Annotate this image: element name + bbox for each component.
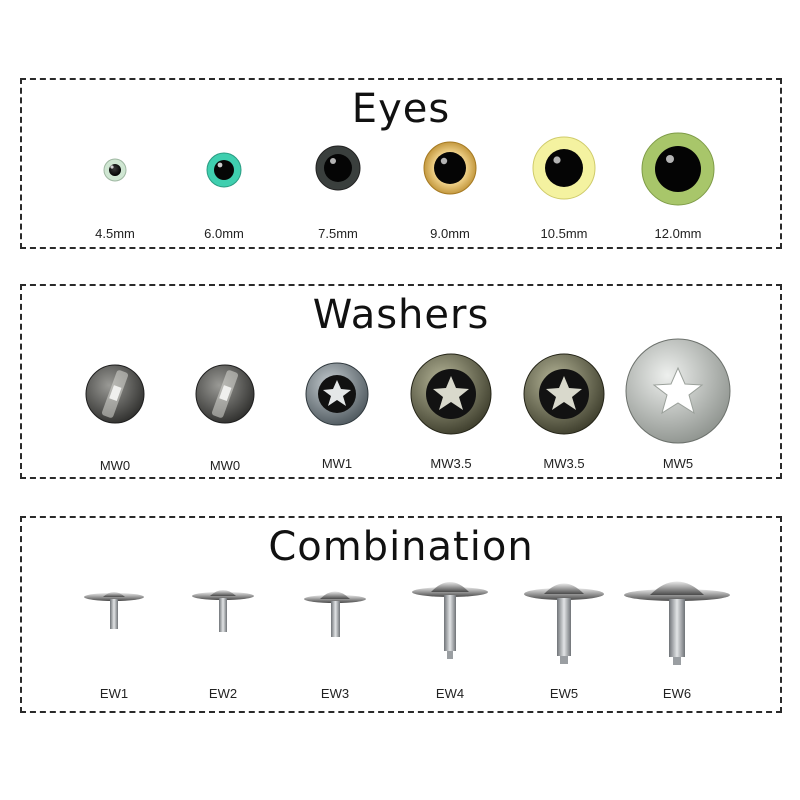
eye-item-3: 7.5mm bbox=[283, 144, 393, 241]
eye-label: 6.0mm bbox=[204, 226, 244, 241]
combination-ew1-image bbox=[84, 592, 144, 629]
eye-label: 9.0mm bbox=[430, 226, 470, 241]
combination-ew2-image bbox=[192, 590, 254, 632]
combination-item-6: EW6 bbox=[622, 568, 732, 701]
combination-ew5-image bbox=[524, 583, 604, 664]
combination-item-4: EW4 bbox=[395, 570, 505, 701]
washer-label: MW5 bbox=[662, 456, 694, 471]
washer-item-6: MW5 bbox=[623, 338, 733, 471]
eyes-section-title: Eyes bbox=[351, 86, 451, 132]
washer-item-1: MW0 bbox=[60, 362, 170, 473]
washer-item-4: MW3.5 bbox=[396, 352, 506, 471]
eyes-section: Eyes 4.5mm 6.0mm 7.5mm bbox=[20, 78, 782, 249]
combination-section: Combination EW1 EW2 EW3 bbox=[20, 516, 782, 713]
combination-label: EW6 bbox=[662, 686, 692, 701]
eye-label: 4.5mm bbox=[95, 226, 135, 241]
washers-section-title: Washers bbox=[312, 292, 490, 338]
combination-label: EW5 bbox=[549, 686, 579, 701]
combination-item-3: EW3 bbox=[280, 582, 390, 701]
combination-item-5: EW5 bbox=[509, 570, 619, 701]
washer-mw1-image bbox=[305, 362, 369, 426]
eye-9-0mm-image bbox=[423, 141, 477, 195]
washer-item-5: MW3.5 bbox=[509, 352, 619, 471]
eye-4-5mm-image bbox=[103, 158, 127, 182]
combination-section-title: Combination bbox=[268, 524, 534, 570]
washer-label: MW3.5 bbox=[430, 456, 472, 471]
combination-ew3-image bbox=[304, 591, 366, 637]
eye-label: 10.5mm bbox=[540, 226, 588, 241]
washer-label: MW0 bbox=[209, 458, 241, 473]
combination-label: EW2 bbox=[208, 686, 238, 701]
combination-label: EW3 bbox=[320, 686, 350, 701]
eye-10-5mm-image bbox=[532, 136, 596, 200]
eye-label: 12.0mm bbox=[654, 226, 702, 241]
washer-mw5-image bbox=[625, 338, 731, 444]
combination-item-2: EW2 bbox=[168, 582, 278, 701]
washer-mw0-image bbox=[195, 364, 255, 424]
combination-label: EW4 bbox=[435, 686, 465, 701]
washer-item-3: MW1 bbox=[282, 360, 392, 471]
combination-ew4-image bbox=[412, 582, 488, 659]
combination-label: EW1 bbox=[99, 686, 129, 701]
eye-item-6: 12.0mm bbox=[623, 132, 733, 241]
washer-mw0-image bbox=[85, 364, 145, 424]
eye-item-1: 4.5mm bbox=[60, 154, 170, 241]
eye-7-5mm-image bbox=[315, 145, 361, 191]
washer-mw3-5-image bbox=[410, 353, 492, 435]
washer-label: MW1 bbox=[321, 456, 353, 471]
washer-mw3-5-image bbox=[523, 353, 605, 435]
washers-section: Washers MW0 MW0 MW1 bbox=[20, 284, 782, 479]
combination-item-1: EW1 bbox=[59, 586, 169, 701]
eye-item-5: 10.5mm bbox=[509, 136, 619, 241]
eye-item-2: 6.0mm bbox=[169, 150, 279, 241]
eye-6-0mm-image bbox=[206, 152, 242, 188]
washer-label: MW0 bbox=[99, 458, 131, 473]
eye-label: 7.5mm bbox=[318, 226, 358, 241]
washer-item-2: MW0 bbox=[170, 362, 280, 473]
eye-12-0mm-image bbox=[641, 132, 715, 206]
washer-label: MW3.5 bbox=[543, 456, 585, 471]
combination-ew6-image bbox=[624, 581, 730, 665]
eye-item-4: 9.0mm bbox=[395, 140, 505, 241]
